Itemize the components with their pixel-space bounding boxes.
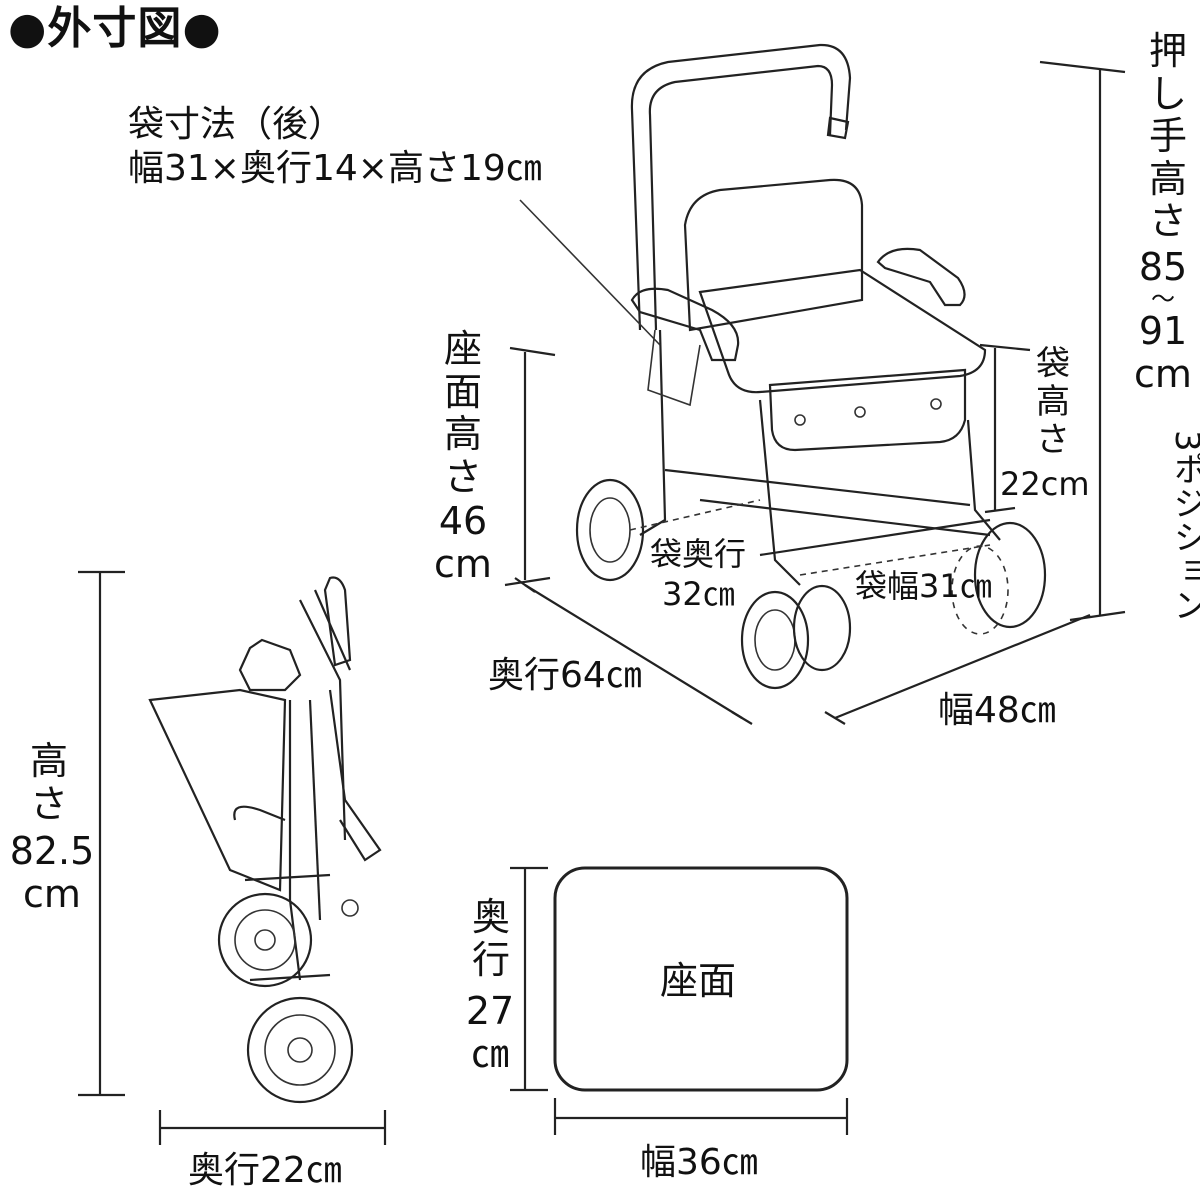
folded-height-value: 82.5 cm: [9, 829, 95, 916]
bag-size-value: 幅31×奥行14×高さ19㎝: [128, 148, 542, 189]
seat-surface-illustration: [510, 866, 849, 1135]
folded-depth-label: 奥行22㎝: [188, 1150, 342, 1191]
bag-depth-label: 袋奥行: [650, 535, 747, 573]
walker-illustration: [575, 43, 1047, 690]
push-handle-positions: 3ポジション: [1167, 430, 1200, 622]
seat-depth-label: 奥 行: [471, 895, 510, 982]
folded-height-label: 高 さ: [29, 739, 68, 826]
bag-height-label: 袋 高 さ: [1036, 344, 1070, 461]
bag-height-value: 22cm: [1000, 465, 1090, 503]
seat-width-label: 幅36㎝: [640, 1142, 758, 1183]
dimension-lines: [504, 60, 1126, 725]
seat-height-label: 座 面 高 さ: [443, 327, 482, 499]
seat-depth-value: 27 ㎝: [465, 989, 515, 1076]
bag-depth-value: 32㎝: [662, 575, 735, 613]
depth-label: 奥行64㎝: [488, 655, 642, 696]
folded-walker-illustration: [78, 570, 387, 1145]
page-title: ●外寸図●: [8, 3, 222, 54]
push-handle-height-value: 85 ～ 91 cm: [1134, 245, 1192, 396]
push-handle-height-label: 押 し 手 高 さ: [1148, 29, 1187, 244]
seat-surface-label: 座面: [660, 959, 737, 1003]
bag-size-title: 袋寸法（後）: [128, 104, 345, 145]
bag-width-label: 袋幅31㎝: [855, 567, 992, 605]
seat-height-value: 46 cm: [434, 499, 492, 586]
width-label: 幅48㎝: [938, 690, 1056, 731]
